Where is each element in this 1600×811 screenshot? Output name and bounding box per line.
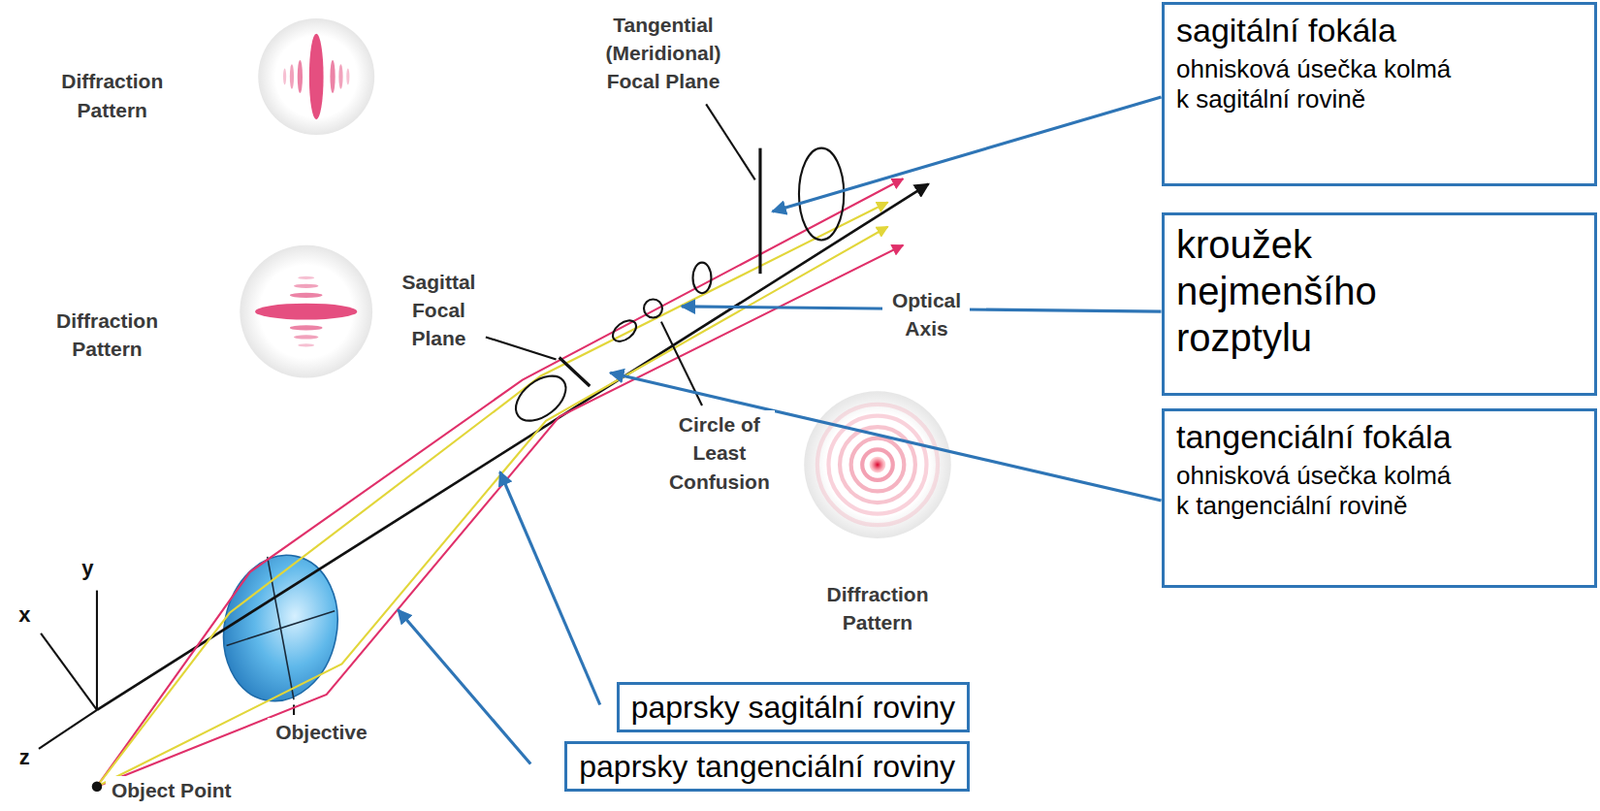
callout-title: tangenciální fokála — [1176, 416, 1583, 457]
z-axis — [38, 709, 97, 749]
figure-label: Diffraction Pattern — [48, 306, 165, 364]
pattern-fringe — [289, 324, 323, 330]
tangential-focal-line — [559, 357, 591, 386]
pattern-fringe — [289, 292, 323, 298]
figure-label: Tangential (Meridional) Focal Plane — [597, 10, 729, 96]
diffraction-pattern-sagittal — [239, 245, 373, 379]
callout-box: paprsky tangenciální roviny — [564, 740, 970, 792]
callout-arrow — [500, 471, 601, 704]
callout-box: kroužek nejmenšího rozptylu — [1161, 212, 1598, 396]
figure-label: Optical Axis — [882, 286, 970, 344]
pattern-ring — [828, 416, 927, 514]
callout-arrow — [772, 96, 1162, 212]
pattern-fringe — [297, 276, 315, 280]
object-point — [92, 780, 103, 792]
axis-label: x — [13, 600, 35, 631]
optical-axis — [96, 184, 929, 710]
callout-arrow — [609, 372, 1161, 501]
y-axis — [96, 590, 98, 710]
coordinate-axes — [38, 590, 97, 749]
pattern-fringe — [338, 64, 343, 89]
pattern-fringe — [297, 343, 315, 347]
callout-box: sagitální fokálaohnisková úsečka kolmá k… — [1161, 1, 1598, 187]
callout-title: sagitální fokála — [1176, 10, 1583, 51]
axis-label: y — [76, 553, 98, 584]
pattern-disc — [239, 245, 373, 379]
pattern-ring — [839, 426, 916, 503]
pattern-fringe — [293, 334, 319, 339]
lens-line — [226, 610, 336, 646]
beam-ellipse — [608, 316, 640, 346]
figure-label: Diffraction Pattern — [54, 66, 171, 125]
pattern-fringe — [297, 60, 303, 94]
callout-arrow — [397, 609, 531, 765]
x-axis — [40, 633, 97, 710]
pattern-ring — [851, 438, 905, 492]
pattern-fringe — [346, 68, 350, 86]
figure-label: Objective — [267, 717, 375, 746]
pattern-bar — [309, 33, 324, 120]
figure-label: Circle of Least Confusion — [663, 410, 775, 496]
callout-note: ohnisková úsečka kolmá k sagitální rovin… — [1176, 54, 1460, 115]
callout-title: paprsky sagitální roviny — [631, 688, 956, 726]
pattern-disc — [257, 18, 375, 135]
pattern-bar — [255, 303, 357, 320]
beam-ellipse — [507, 366, 574, 430]
leader-line — [705, 103, 756, 180]
beam-ellipse — [799, 148, 844, 241]
callout-arrows — [397, 96, 1161, 765]
pattern-disc — [803, 390, 952, 539]
pattern-ring — [817, 404, 938, 525]
callout-title: paprsky tangenciální roviny — [578, 747, 956, 785]
pattern-center — [869, 456, 887, 474]
figure-label: Object Point — [105, 775, 237, 804]
sagittal-focal-line — [758, 148, 762, 275]
figure-label: Sagittal Focal Plane — [394, 267, 482, 353]
diffraction-pattern-tangential — [257, 18, 375, 135]
lens-body — [210, 544, 352, 711]
pattern-ring — [862, 448, 894, 480]
axis-label: z — [13, 742, 35, 773]
callout-box: paprsky sagitální roviny — [616, 681, 970, 733]
least-confusion-circle — [643, 298, 663, 318]
beam-ellipse — [693, 262, 712, 294]
pattern-fringe — [289, 64, 294, 89]
callout-title: kroužek nejmenšího rozptylu — [1176, 221, 1429, 361]
diffraction-pattern-airy — [803, 390, 952, 539]
pattern-fringe — [283, 68, 287, 86]
callout-box: tangenciální fokálaohnisková úsečka kolm… — [1161, 408, 1598, 588]
callout-note: ohnisková úsečka kolmá k tangenciální ro… — [1176, 460, 1460, 521]
figure-label: Diffraction Pattern — [819, 579, 936, 638]
pattern-fringe — [329, 60, 335, 94]
leader-line — [485, 336, 557, 359]
pattern-fringe — [293, 284, 319, 288]
